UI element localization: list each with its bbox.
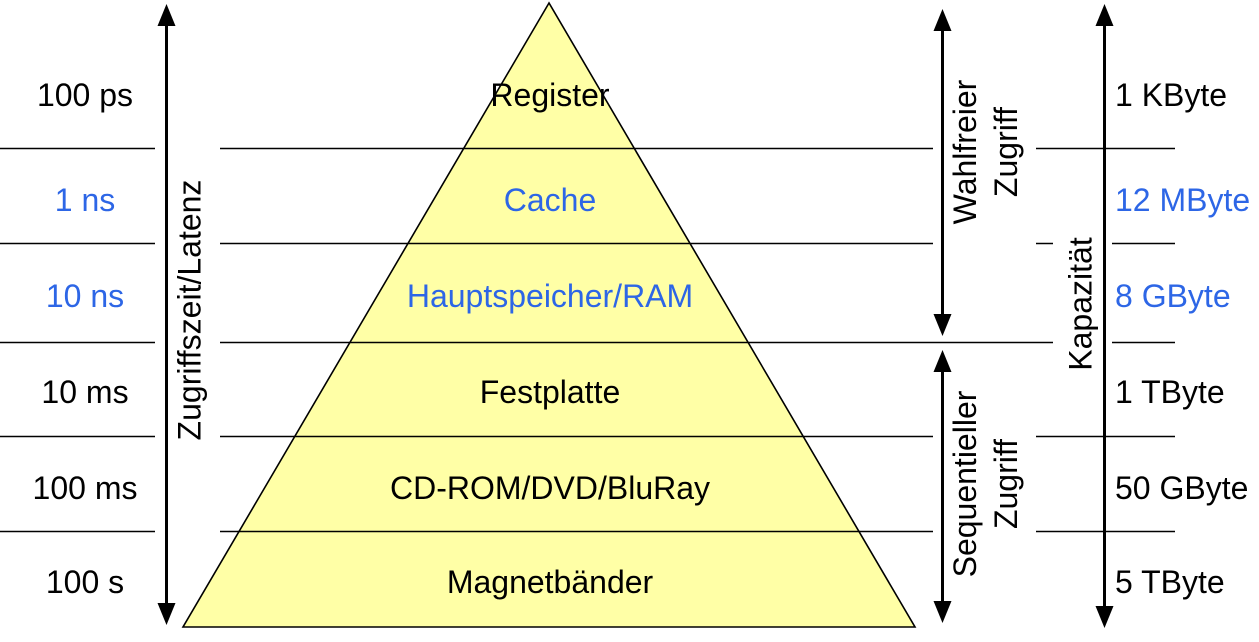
capacity-label: 5 TByte [1115, 564, 1225, 600]
pyramid-shape [181, 1, 917, 628]
capacity-axis-arrow [1095, 4, 1114, 628]
capacity-label: 50 GByte [1115, 470, 1249, 506]
latency-axis-label: Zugriffszeit/Latenz [171, 179, 208, 441]
sequential-access-label: Sequentieller Zugriff [947, 390, 1024, 578]
capacity-label: 12 MByte [1115, 182, 1251, 218]
access-time-label: 10 ns [45, 278, 125, 314]
access-time-label: 10 ms [41, 374, 129, 410]
access-time-label: 100 ms [32, 470, 138, 506]
access-time-label: 1 ns [54, 182, 116, 218]
latency-axis-arrow [157, 4, 176, 625]
capacity-axis-label: Kapazität [1062, 237, 1099, 371]
sequential-access-arrow [933, 350, 952, 623]
capacity-label: 8 GByte [1115, 278, 1231, 314]
access-time-label: 100 ps [36, 77, 134, 113]
capacity-label: 1 KByte [1115, 77, 1228, 113]
level-label: Register [490, 77, 610, 113]
random-access-arrow [933, 9, 952, 336]
random-access-label: Wahlfreier Zugriff [947, 79, 1024, 225]
level-label: Cache [503, 182, 597, 218]
level-label: CD-ROM/DVD/BluRay [389, 470, 711, 506]
capacity-label: 1 TByte [1115, 374, 1225, 410]
access-time-label: 100 s [45, 564, 125, 600]
level-label: Magnetbänder [446, 564, 654, 600]
level-label: Hauptspeicher/RAM [406, 278, 694, 314]
level-label: Festplatte [479, 374, 621, 410]
